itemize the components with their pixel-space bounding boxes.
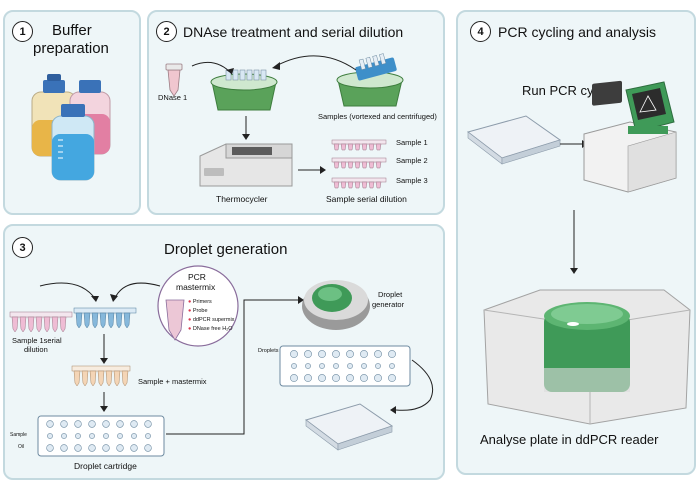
arrow-cartridge-to-generator [166,299,300,435]
arrow-samples-to-bucket [275,55,357,71]
ddpcr-reader-icon [483,289,691,425]
dilution-row-3 [331,177,387,189]
cartridge-row-label-oil: Oil [18,444,25,450]
mastermix-title-line1: PCR [188,272,206,282]
mastermix-strip-icon [73,307,137,329]
panel2-title: DNAse treatment and serial dilution [183,24,404,40]
droplets-cartridge-icon [279,345,411,387]
blue-bottle-icon [51,104,95,181]
droplet-cartridge-icon [37,415,165,457]
dilution-row-2 [331,157,387,169]
step-number-3: 3 [12,237,33,258]
thermocycler-icon [199,143,293,187]
thermocycler-label: Thermocycler [216,194,268,204]
panel3-title: Droplet generation [164,241,288,258]
sample-dilution-label-line2: dilution [24,345,48,354]
run-pcr-label: Run PCR cycle [522,83,611,98]
serial-dilution-rows-icon [331,139,387,189]
sample-rack-bucket-icon [336,53,404,107]
panel4-title: PCR cycling and analysis [498,24,656,40]
sample-row-label-2: Sample 2 [396,156,428,165]
mastermix-ingredient-list: ● Primers ● Probe ● ddPCR supermix ● DNa… [188,298,234,334]
ice-bucket-icon [210,69,278,111]
step-number-4: 4 [470,21,491,42]
pcr-plate-icon [466,115,562,165]
droplet-generator-icon [302,280,370,330]
cartridge-row-label-sample: Sample [10,432,27,438]
arrow-droplets-to-plate [395,359,434,411]
sample-mastermix-label: Sample + mastermix [138,377,207,386]
plate-96-icon [304,403,394,451]
reader-label: Analyse plate in ddPCR reader [480,432,659,447]
generator-label-line1: Droplet [378,290,403,299]
dnase-label: DNase 1 [158,93,188,102]
serial-dilution-label: Sample serial dilution [326,194,407,204]
panel1-title-line1: Buffer [52,22,92,39]
sample-mastermix-strip-icon [71,365,131,387]
mastermix-item: ● DNase free H₂O [188,326,233,332]
panel-dnase-treatment [147,10,445,215]
arrow-dilution-to-mix [39,282,97,301]
step-number-2: 2 [156,21,177,42]
dilution-row-1 [331,139,387,151]
sample-row-label-3: Sample 3 [396,176,428,185]
mastermix-title-line2: mastermix [176,282,216,292]
panel1-title-line2: preparation [33,40,109,57]
samples-label: Samples (vortexed and centrifuged) [318,112,437,121]
droplet-cartridge-label: Droplet cartridge [74,461,137,471]
droplets-label: Droplets [258,348,279,354]
sample-dilution-label-line1: Sample 1serial [12,336,62,345]
mastermix-tube-circle [157,265,239,347]
mastermix-item: ● Probe [188,308,208,314]
sample-dilution-strip-icon [9,311,73,333]
mastermix-item: ● Primers [188,299,212,305]
dnase-tube-icon [165,63,183,97]
mastermix-item: ● ddPCR supermix [188,317,235,323]
step-number-1: 1 [12,21,33,42]
generator-label-line2: generator [372,300,405,309]
pcr-cycler-icon [583,80,677,193]
sample-row-label-1: Sample 1 [396,138,428,147]
